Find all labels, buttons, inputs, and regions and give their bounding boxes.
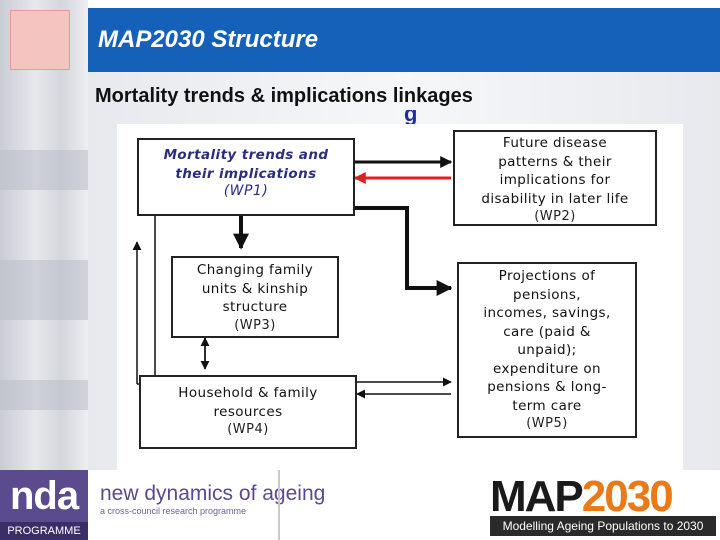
nda-tagline: a cross-council research programme (100, 506, 247, 516)
box-wp3-label: (WP3) (234, 317, 276, 333)
box-wp5-line: care (paid & (503, 323, 591, 340)
header-bar: MAP2030 Structure (88, 8, 720, 72)
nda-logo: nda (10, 474, 79, 518)
box-wp4-line: resources (213, 403, 283, 420)
nda-name: new dynamics of ageing (100, 482, 326, 505)
box-wp4-household-resources: Household & family resources (WP4) (139, 375, 357, 449)
box-wp3-line: structure (222, 299, 288, 315)
clipped-text-fragment: g (404, 110, 418, 126)
box-wp5-line: unpaid); (517, 342, 577, 358)
box-wp2-line: Future disease (502, 135, 608, 151)
map2030-tagline: Modelling Ageing Populations to 2030 (490, 516, 716, 536)
structure-diagram: Mortality trends and their implications … (117, 124, 683, 470)
left-decoration (0, 0, 88, 470)
map-logo-year: 2030 (581, 472, 674, 521)
box-wp1-label: (WP1) (223, 183, 269, 199)
connector-arrows (132, 156, 453, 399)
stripe-band (0, 150, 88, 190)
arrow-wp1-to-wp5 (355, 206, 453, 296)
line-wp1-to-left (137, 216, 156, 385)
box-wp4-label: (WP4) (227, 422, 269, 437)
box-wp1-line: their implications (175, 165, 317, 182)
box-wp2-line: disability in later life (481, 190, 629, 207)
red-square-decoration (10, 10, 70, 70)
box-wp5-line: Projections of (498, 268, 596, 284)
box-wp5-line: pensions & long- (487, 379, 607, 395)
box-wp3-line: units & kinship (201, 280, 309, 297)
box-wp1-line: Mortality trends and (163, 147, 329, 163)
box-wp5-line: incomes, savings, (483, 305, 611, 321)
map-logo-text: MAP (490, 472, 584, 521)
nda-logo-box: nda PROGRAMME (0, 470, 88, 540)
map2030-logo: MAP2030 (490, 472, 674, 521)
box-wp2-line: implications for (499, 172, 611, 188)
footer: nda PROGRAMME new dynamics of ageing a c… (0, 470, 720, 540)
box-wp5-label: (WP5) (526, 416, 568, 431)
box-wp5-line: pensions, (513, 286, 581, 303)
stripe-band (0, 380, 88, 410)
slide-subtitle: Mortality trends & implications linkages (95, 85, 473, 107)
box-wp4-line: Household & family (178, 385, 318, 401)
slide-title: MAP2030 Structure (98, 26, 319, 53)
box-wp2-label: (WP2) (534, 209, 576, 224)
box-wp2-line: patterns & their (498, 153, 612, 170)
box-wp5-line: expenditure on (493, 360, 601, 377)
box-wp3-family-units: Changing family units & kinship structur… (171, 256, 339, 338)
box-wp2-future-disease: Future disease patterns & their implicat… (453, 130, 657, 226)
footer-divider (278, 470, 280, 540)
box-wp1-mortality-trends: Mortality trends and their implications … (137, 138, 355, 216)
box-wp5-projections: Projections of pensions, incomes, saving… (457, 262, 637, 438)
box-wp5-line: term care (512, 397, 582, 414)
box-wp3-line: Changing family (196, 262, 314, 278)
stripe-band (0, 260, 88, 320)
nda-programme-label: PROGRAMME (0, 522, 88, 540)
